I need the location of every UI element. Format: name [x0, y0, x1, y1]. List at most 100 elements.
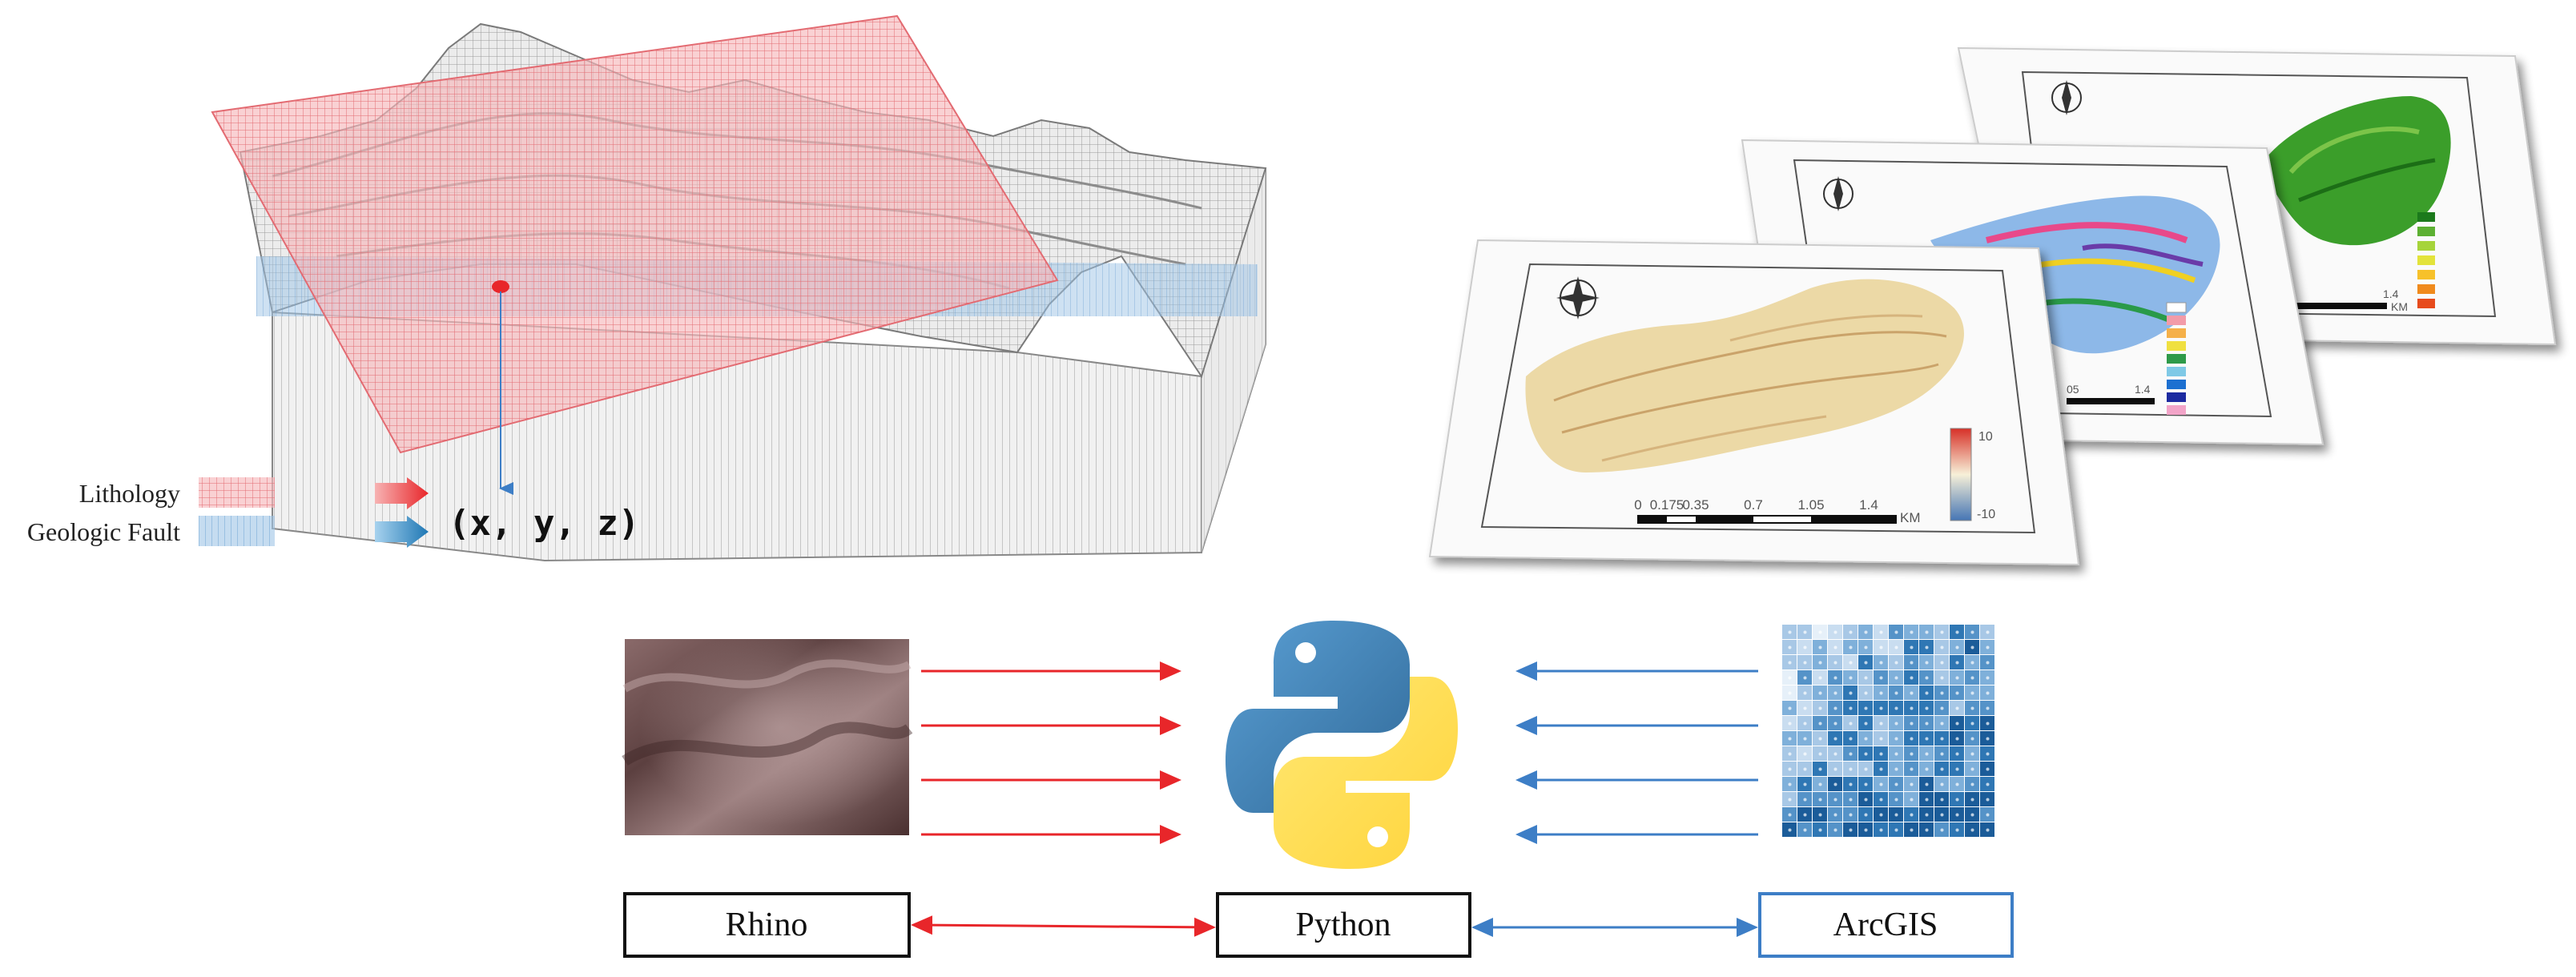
raster-cell-dot [1833, 782, 1837, 786]
raster-cell-dot [1879, 737, 1883, 741]
raster-cell-dot [1910, 691, 1914, 695]
raster-cell-dot [1788, 676, 1792, 680]
raster-cell-dot [1894, 645, 1898, 649]
raster-cell-dot [1788, 798, 1792, 802]
raster-cell-dot [1833, 737, 1837, 741]
raster-cell-dot [1955, 767, 1959, 771]
raster-cell-dot [1803, 691, 1807, 695]
raster-cell-dot [1803, 752, 1807, 756]
raster-cell-dot [1803, 828, 1807, 832]
map-back-scale-end: 1.4 [2383, 287, 2399, 300]
raster-cell-dot [1925, 691, 1929, 695]
rhino-label: Rhino [726, 907, 808, 943]
raster-cell-dot [1925, 813, 1929, 817]
map-front-scale-tick-5: 1.4 [1859, 497, 1878, 513]
raster-cell-dot [1849, 645, 1853, 649]
raster-cell-dot [1833, 676, 1837, 680]
map-front-scale-tick-2: 0.35 [1682, 497, 1709, 513]
raster-cell-dot [1910, 752, 1914, 756]
arcgis-label: ArcGIS [1833, 907, 1938, 943]
rhino-python-link [911, 915, 1216, 937]
map-front-scale-unit: KM [1900, 510, 1921, 525]
raster-cell-dot [1879, 798, 1883, 802]
raster-cell-dot [1818, 645, 1822, 649]
raster-cell-dot [1864, 645, 1868, 649]
raster-cell-dot [1849, 722, 1853, 726]
arcgis-to-python-arrows [1515, 661, 1758, 844]
map-back-scale-unit: KM [2391, 300, 2408, 313]
legend-lithology-swatch [199, 477, 275, 508]
terrain-model [211, 14, 1267, 562]
raster-cell-dot [1940, 737, 1944, 741]
raster-cell-dot [1833, 661, 1837, 665]
raster-cell-dot [1910, 767, 1914, 771]
raster-cell-dot [1833, 813, 1837, 817]
raster-cell-dot [1894, 722, 1898, 726]
raster-cell-dot [1818, 661, 1822, 665]
raster-cell-dot [1879, 691, 1883, 695]
arcgis-raster-thumbnail [1782, 625, 1994, 837]
raster-cell-dot [1818, 813, 1822, 817]
raster-cell-dot [1788, 752, 1792, 756]
raster-cell-dot [1970, 752, 1974, 756]
raster-cell-dot [1864, 737, 1868, 741]
raster-cell-dot [1894, 661, 1898, 665]
map-back-legend [2417, 212, 2435, 308]
raster-cell-dot [1833, 798, 1837, 802]
raster-cell-dot [1894, 798, 1898, 802]
raster-cell-dot [1849, 828, 1853, 832]
raster-cell-dot [1803, 706, 1807, 710]
raster-cell-dot [1833, 706, 1837, 710]
raster-cell-dot [1955, 661, 1959, 665]
raster-cell-dot [1986, 737, 1990, 741]
map-middle-legend [2166, 302, 2187, 415]
raster-cell-dot [1986, 782, 1990, 786]
raster-cell-dot [1818, 706, 1822, 710]
raster-cell-dot [1894, 676, 1898, 680]
raster-cell-dot [1818, 798, 1822, 802]
raster-cell-dot [1894, 767, 1898, 771]
raster-cell-dot [1849, 630, 1853, 634]
raster-cell-dot [1986, 691, 1990, 695]
raster-cell-dot [1925, 782, 1929, 786]
raster-cell-dot [1940, 813, 1944, 817]
raster-cell-dot [1864, 782, 1868, 786]
raster-cell-dot [1955, 630, 1959, 634]
raster-cell-dot [1970, 767, 1974, 771]
raster-cell-dot [1803, 645, 1807, 649]
raster-cell-dot [1803, 676, 1807, 680]
raster-cell-dot [1788, 737, 1792, 741]
raster-cell-dot [1849, 813, 1853, 817]
raster-cell-dot [1788, 782, 1792, 786]
raster-cell-dot [1925, 767, 1929, 771]
raster-cell-dot [1955, 813, 1959, 817]
raster-cell-dot [1955, 645, 1959, 649]
raster-cell-dot [1986, 752, 1990, 756]
raster-cell-dot [1925, 676, 1929, 680]
raster-cell-dot [1910, 645, 1914, 649]
raster-cell-dot [1894, 828, 1898, 832]
raster-cell-dot [1833, 630, 1837, 634]
raster-cell-dot [1788, 661, 1792, 665]
raster-cell-dot [1940, 691, 1944, 695]
map-front-scale-tick-4: 1.05 [1797, 497, 1824, 513]
map-stack: 0 1.4 KM [1428, 46, 2557, 566]
raster-cell-dot [1803, 782, 1807, 786]
raster-cell-dot [1864, 828, 1868, 832]
raster-cell-dot [1910, 630, 1914, 634]
map-front-colorbar-max: 10 [1978, 430, 1993, 444]
raster-cell-dot [1940, 722, 1944, 726]
lithology-plane [211, 14, 1059, 454]
raster-cell-dot [1940, 828, 1944, 832]
raster-cell-dot [1925, 661, 1929, 665]
raster-cell-dot [1940, 798, 1944, 802]
raster-cell-dot [1788, 630, 1792, 634]
raster-cell-dot [1955, 798, 1959, 802]
raster-cell-dot [1803, 767, 1807, 771]
raster-cell-dot [1788, 767, 1792, 771]
map-front-colorbar-min: -10 [1977, 508, 1995, 521]
raster-cell-dot [1864, 813, 1868, 817]
raster-cell-dot [1955, 737, 1959, 741]
raster-cell-dot [1788, 828, 1792, 832]
